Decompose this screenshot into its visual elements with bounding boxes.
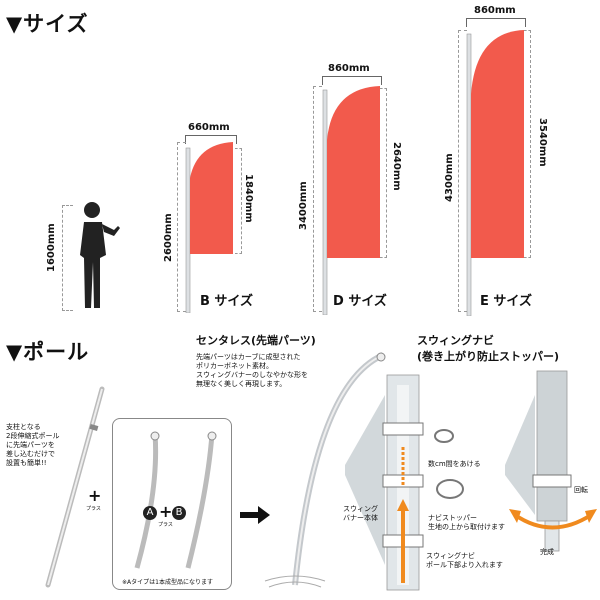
pole-heading: ▼ポール [6, 340, 90, 364]
part-b-badge: B [172, 506, 186, 520]
b-size-label: B サイズ [200, 294, 254, 309]
b-flag-bracket [235, 148, 242, 254]
e-flag-bracket [524, 30, 531, 258]
d-width-label: 860mm [328, 63, 370, 74]
telescopic-pole [45, 386, 105, 588]
d-size-label: D サイズ [333, 294, 387, 309]
e-pole-bracket [458, 30, 467, 312]
swing-navi-title: スウィングナビ (巻き上がり防止ストッパー) [417, 334, 560, 363]
part-a-illustration [134, 431, 160, 569]
e-width-bracket [466, 18, 526, 27]
rotation-label: 回転 [574, 486, 588, 494]
b-pole-height-label: 2600mm [163, 213, 174, 262]
plus-sign: + [88, 486, 102, 505]
person-silhouette [80, 202, 120, 308]
navi-stopper-icon [434, 429, 454, 443]
pole-note: 支柱となる 2段伸縮式ポール に先端パーツを 差し込むだけで 設置も簡単!! [6, 423, 60, 467]
centerless-description: 先端パーツはカーブに成型された ポリカーボネット素材。 スウィングバナーのしなや… [196, 353, 308, 388]
b-flag-height-label: 1840mm [243, 174, 254, 223]
ab-plus-caption: プラス [158, 522, 173, 528]
part-b-illustration [185, 431, 217, 569]
swing-ring-icon [436, 479, 464, 499]
e-flag [466, 30, 524, 316]
d-flag-height-label: 2640mm [391, 142, 402, 191]
size-heading: ▼サイズ [6, 12, 89, 36]
right-arrow-icon [240, 506, 270, 524]
plus-caption: プラス [86, 506, 101, 512]
d-flag [322, 86, 380, 315]
d-pole-height-label: 3400mm [298, 181, 309, 230]
ab-plus-sign: + [159, 502, 173, 521]
e-size-label: E サイズ [480, 294, 533, 309]
swing-navi-diagram [345, 374, 424, 591]
person-height-label: 1600mm [46, 223, 57, 272]
e-pole-height-label: 4300mm [444, 153, 455, 202]
e-width-label: 860mm [474, 5, 516, 16]
centerless-title: センタレス(先端パーツ) [196, 334, 316, 347]
d-width-bracket [322, 76, 382, 85]
d-flag-bracket [380, 88, 387, 258]
d-pole-bracket [313, 86, 322, 312]
e-flag-height-label: 3540mm [537, 118, 548, 167]
completed-pole-diagram [505, 370, 597, 552]
b-pole-bracket [177, 142, 186, 312]
centerless-pole-illustration [264, 352, 386, 588]
gap-note: 数cm間をあける [428, 460, 481, 468]
person-height-bracket [62, 205, 73, 311]
ab-parts-box [112, 418, 232, 590]
navi-stopper-label: ナビストッパー 生地の上から取付けます [428, 514, 505, 531]
b-flag [185, 142, 233, 313]
part-a-badge: A [143, 506, 157, 520]
swing-navi-label: スウィングナビ ポール下部より入れます [426, 552, 503, 569]
b-width-label: 660mm [188, 122, 230, 133]
swing-banner-label: スウィング バナー本体 [343, 505, 378, 522]
done-label: 完成 [540, 548, 554, 556]
b-width-bracket [185, 135, 237, 144]
a-type-note: ※Aタイプは1本成型品になります [122, 579, 213, 586]
